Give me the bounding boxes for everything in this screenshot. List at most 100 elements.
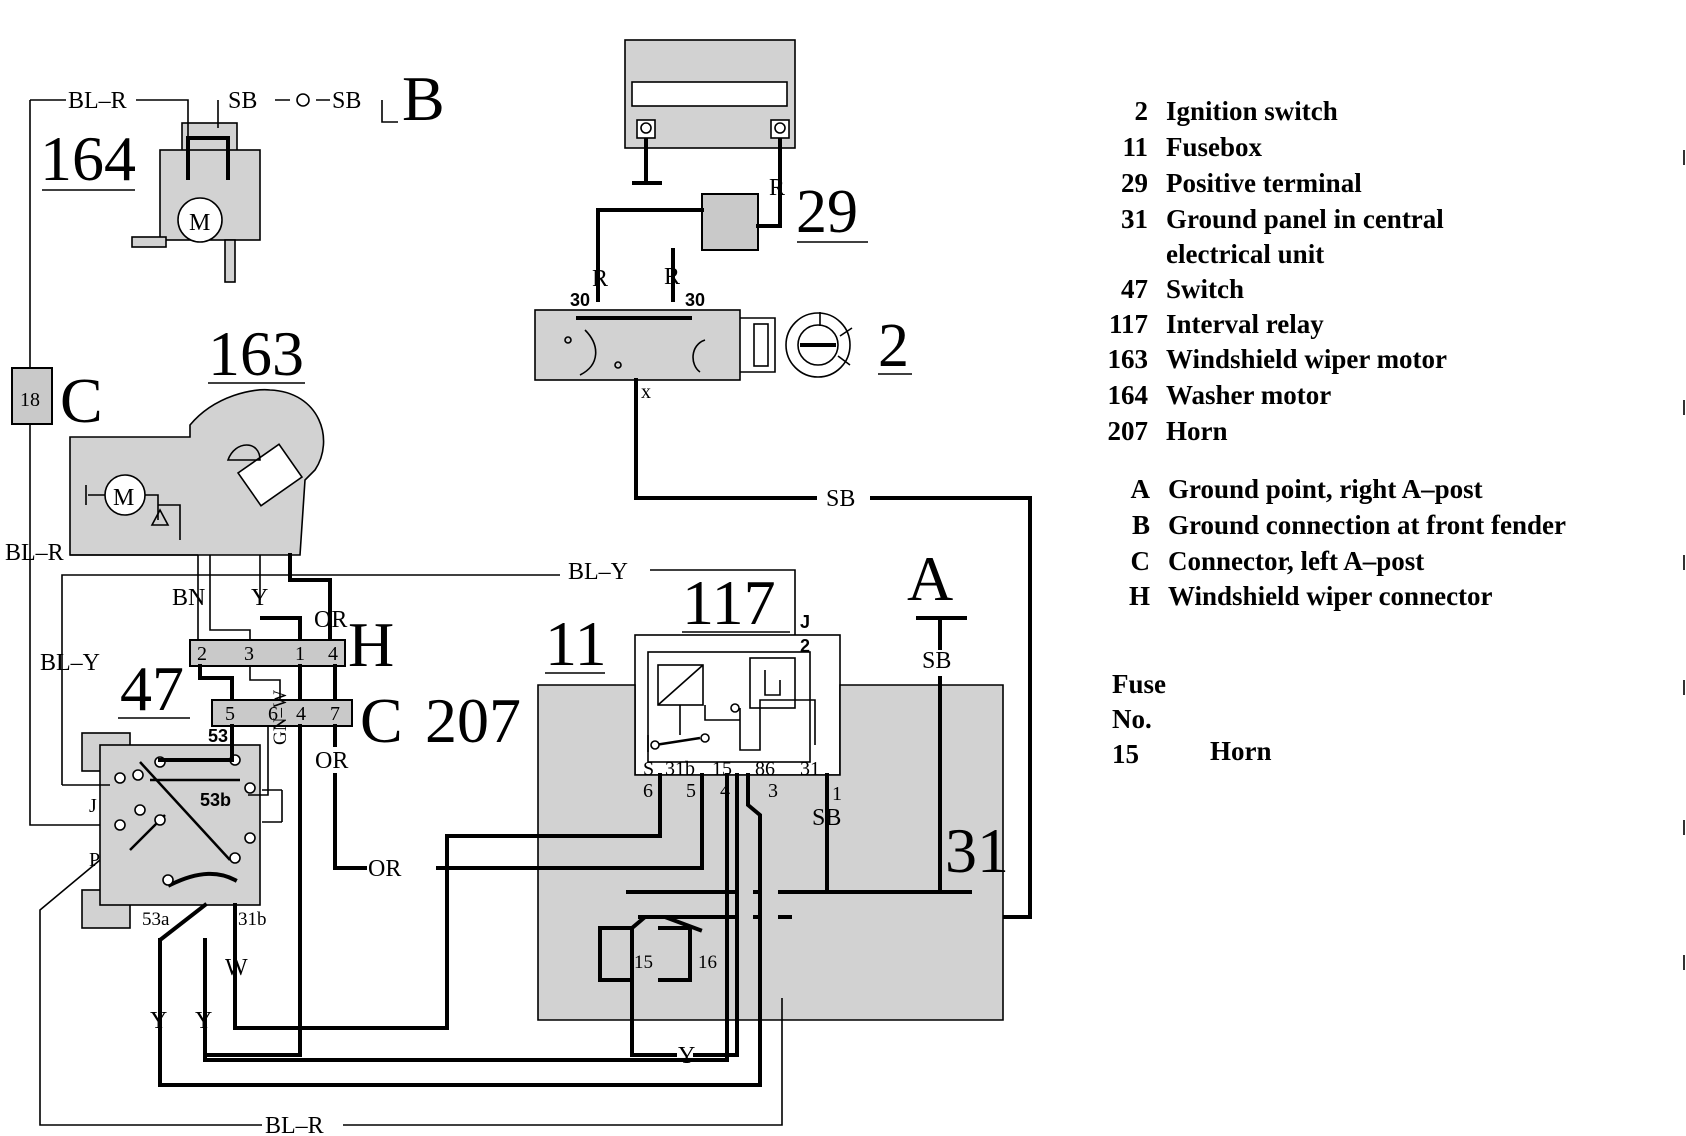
relay-pin-s: S <box>643 758 654 780</box>
legend-point-a: A <box>1131 474 1151 504</box>
legend-fuse-no: No. <box>1112 704 1152 734</box>
legend-fuse-name: Horn <box>1210 736 1272 766</box>
connector-c-207: 5 6 4 7 <box>211 699 353 727</box>
legend-point-c: C <box>1131 546 1151 576</box>
wire-label-w: W <box>225 955 248 981</box>
fuse-16-label: 16 <box>698 952 717 973</box>
wire-label-y-fuse: Y <box>678 1043 695 1069</box>
legend-num-47: 47 <box>1121 274 1148 304</box>
positive-terminal-block <box>701 193 759 251</box>
legend-num-2: 2 <box>1135 96 1149 126</box>
relay-wire-6: 6 <box>643 780 653 802</box>
legend-name-31: Ground panel in central <box>1166 204 1444 234</box>
fusebox <box>537 684 1004 1021</box>
wire-label-or-h: OR <box>314 607 347 633</box>
wire-label-sb-ign: SB <box>826 486 855 512</box>
legend-name-117: Interval relay <box>1166 309 1324 339</box>
connector-c-18: 18 <box>11 367 53 425</box>
legend-fuse-num: 15 <box>1112 739 1139 769</box>
legend-num-117: 117 <box>1109 309 1148 339</box>
wire-label-gn-w: GN–W <box>270 690 291 745</box>
terminal-30-left: 30 <box>570 290 590 310</box>
legend-name-47: Switch <box>1166 274 1244 304</box>
wire-label-or-bottom: OR <box>368 856 401 882</box>
legend-point-c-name: Connector, left A–post <box>1168 546 1424 576</box>
label-2: 2 <box>878 312 909 380</box>
label-h: H <box>348 609 394 680</box>
legend-name-31-cont: electrical unit <box>1166 239 1324 269</box>
relay-wire-3: 3 <box>768 780 778 802</box>
interval-relay <box>634 634 841 776</box>
legend-num-29: 29 <box>1121 168 1148 198</box>
label-47: 47 <box>120 653 184 724</box>
terminal-x: x <box>641 381 651 403</box>
h-pin-3: 3 <box>244 643 254 665</box>
wire-label-sb-b2: SB <box>332 88 361 114</box>
battery <box>624 39 796 185</box>
label-c-left: C <box>60 365 103 436</box>
switch <box>81 732 283 929</box>
wire-label-bl-y-left: BL–Y <box>40 650 100 676</box>
wire-label-bl-r-mid: BL–R <box>5 540 64 566</box>
wire-label-bl-y-top: BL–Y <box>568 559 628 585</box>
legend-point-h-name: Windshield wiper connector <box>1168 581 1493 611</box>
c-pin-4: 4 <box>296 703 306 725</box>
legend: 2 Ignition switch 11 Fusebox 29 Positive… <box>1108 96 1567 769</box>
washer-motor-symbol: M <box>189 210 210 236</box>
legend-name-2: Ignition switch <box>1166 96 1338 126</box>
c-pin-5: 5 <box>225 703 235 725</box>
wire-label-bl-r-top: BL–R <box>68 88 127 114</box>
h-pin-4: 4 <box>328 643 338 665</box>
h-pin-2: 2 <box>197 643 207 665</box>
switch-terminal-53: 53 <box>208 726 228 746</box>
label-164: 164 <box>40 123 136 194</box>
relay-terminal-j-pin: 2 <box>800 636 810 656</box>
legend-fuse-title: Fuse <box>1112 669 1166 699</box>
connector-c-num: 18 <box>20 389 40 411</box>
wire-label-y-h: Y <box>251 585 268 611</box>
wiper-motor-symbol: M <box>113 485 134 511</box>
label-b: B <box>402 63 445 134</box>
label-c-207: C <box>360 685 403 756</box>
wire-label-r-29: R <box>769 175 785 201</box>
legend-name-11: Fusebox <box>1166 132 1263 162</box>
wire-label-y-mid: Y <box>195 1008 212 1034</box>
relay-wire-5: 5 <box>686 780 696 802</box>
wire-label-bl-r-bottom: BL–R <box>265 1113 324 1136</box>
legend-point-a-name: Ground point, right A–post <box>1168 474 1483 504</box>
legend-name-29: Positive terminal <box>1166 168 1362 198</box>
wire-label-bn: BN <box>172 585 205 611</box>
legend-name-207: Horn <box>1166 416 1228 446</box>
label-163: 163 <box>208 318 304 389</box>
wire-label-r-right: R <box>664 264 680 290</box>
wire-label-sb-b1: SB <box>228 88 257 114</box>
switch-terminal-53b: 53b <box>200 790 231 810</box>
switch-terminal-j: J <box>89 795 97 817</box>
terminal-30-right: 30 <box>685 290 705 310</box>
legend-name-164: Washer motor <box>1166 380 1331 410</box>
legend-num-164: 164 <box>1108 380 1149 410</box>
wire-label-y-left: Y <box>150 1008 167 1034</box>
label-11: 11 <box>545 608 607 679</box>
legend-point-h: H <box>1129 581 1150 611</box>
legend-name-163: Windshield wiper motor <box>1166 344 1447 374</box>
label-31: 31 <box>945 815 1009 886</box>
legend-num-163: 163 <box>1108 344 1149 374</box>
ignition-switch <box>534 309 853 381</box>
fuse-15-label: 15 <box>634 952 653 973</box>
legend-num-11: 11 <box>1122 132 1148 162</box>
switch-terminal-53a: 53a <box>142 909 170 930</box>
label-207: 207 <box>425 685 521 756</box>
legend-num-31: 31 <box>1121 204 1148 234</box>
relay-terminal-j: J <box>800 612 810 632</box>
connector-h: 2 3 1 4 <box>189 639 346 667</box>
legend-num-207: 207 <box>1108 416 1149 446</box>
wire-label-sb-a: SB <box>922 648 951 674</box>
legend-point-b-name: Ground connection at front fender <box>1168 510 1566 540</box>
switch-terminal-p: P <box>89 849 100 871</box>
label-29: 29 <box>796 178 858 246</box>
fuse-15-16: 15 16 <box>598 915 717 982</box>
switch-terminal-31b: 31b <box>238 909 267 930</box>
